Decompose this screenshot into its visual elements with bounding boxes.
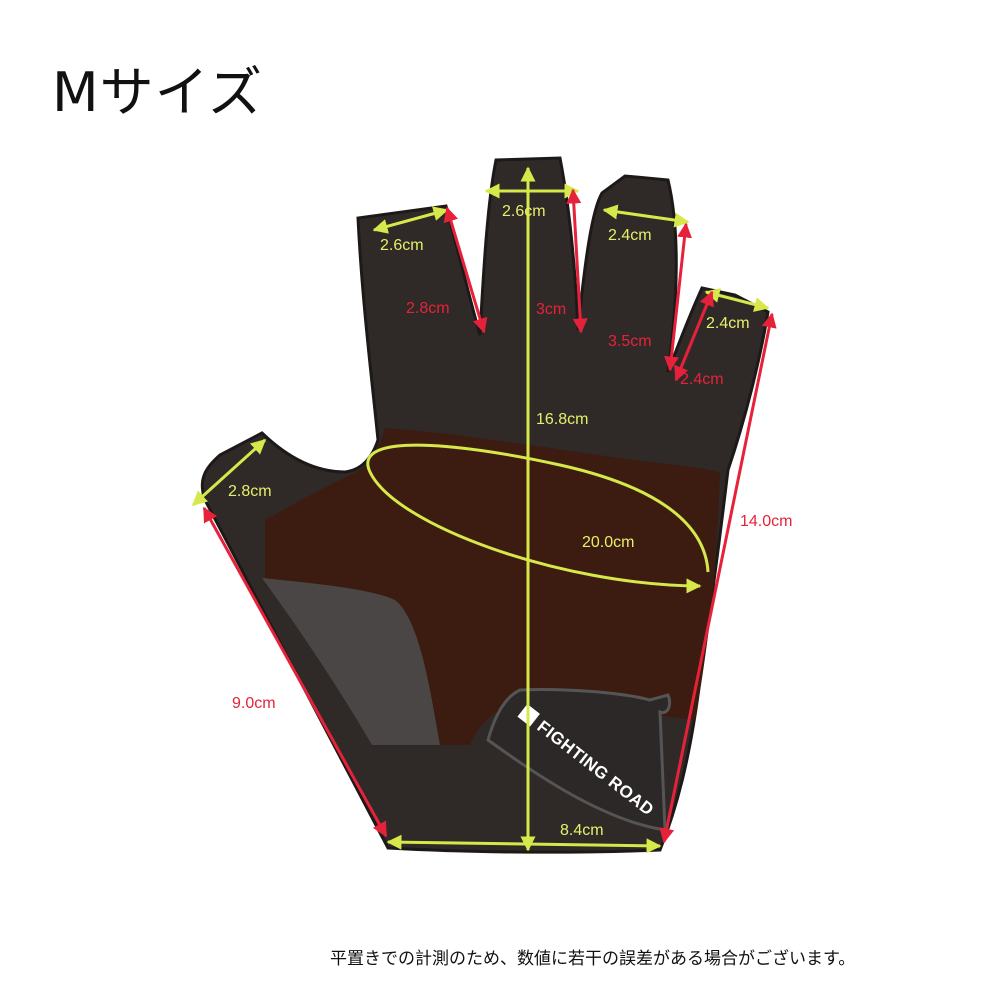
index-width-line	[372, 206, 449, 234]
thumb-side-length-line	[202, 506, 388, 838]
side-length-line	[659, 312, 777, 844]
index-width-label: 2.6cm	[380, 237, 424, 254]
palm-circumference-label: 20.0cm	[582, 534, 634, 551]
middle-length-label: 3cm	[536, 301, 566, 318]
wrist-width-label: 8.4cm	[560, 822, 604, 839]
ring-width-line	[602, 204, 690, 228]
index-length-line	[443, 206, 488, 334]
palm-circumference-line	[366, 443, 710, 594]
measurement-note: 平置きでの計測のため、数値に若干の誤差がある場合がございます。	[330, 949, 856, 969]
ring-width-label: 2.4cm	[608, 227, 652, 244]
middle-width-label: 2.6cm	[502, 203, 546, 220]
thumb-side-length-label: 9.0cm	[232, 695, 276, 712]
ring-length-label: 3.5cm	[608, 333, 652, 350]
thumb-width-line	[191, 438, 267, 507]
index-length-label: 2.8cm	[406, 300, 450, 317]
size-title: Mサイズ	[52, 61, 263, 124]
middle-length-line	[566, 188, 588, 334]
side-length-label: 14.0cm	[740, 513, 792, 530]
thumb-width-label: 2.8cm	[228, 483, 272, 500]
wrist-width-line	[386, 834, 662, 854]
pinky-width-label: 2.4cm	[706, 315, 750, 332]
total-length-label: 16.8cm	[536, 411, 588, 428]
pinky-length-label: 2.4cm	[680, 371, 724, 388]
pinky-width-line	[704, 288, 770, 312]
